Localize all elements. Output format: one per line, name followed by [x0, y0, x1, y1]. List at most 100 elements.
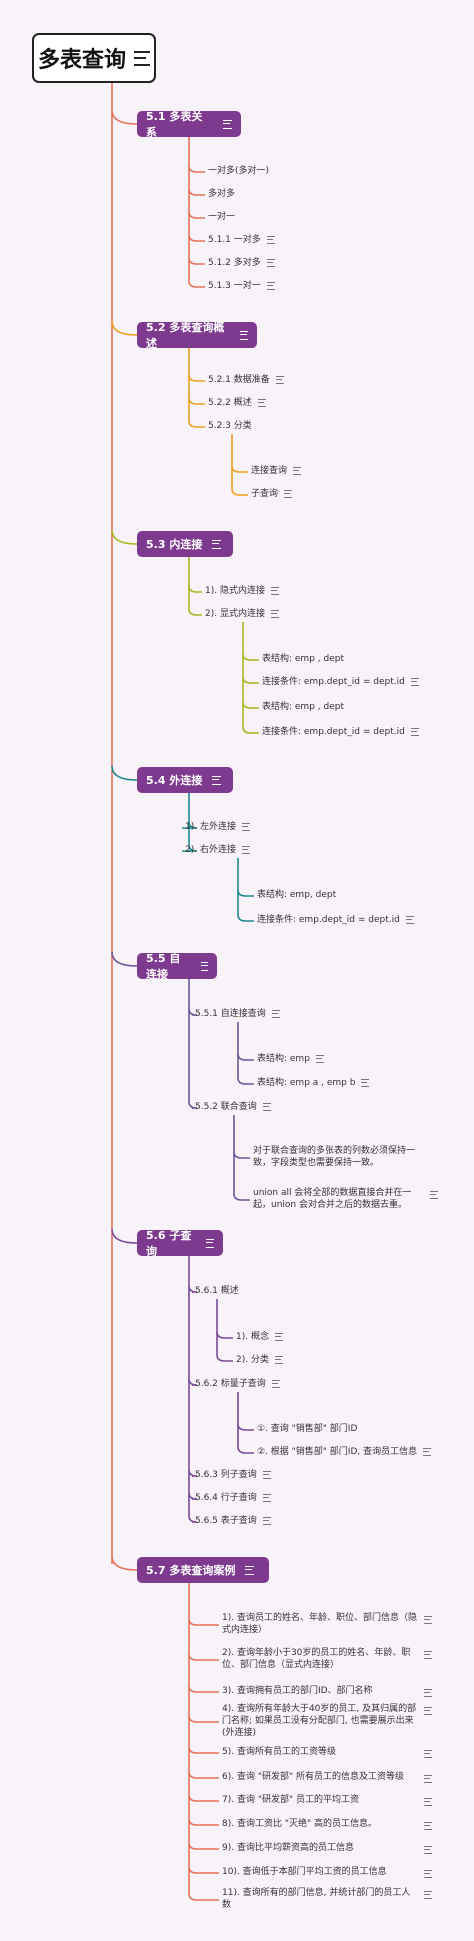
item[interactable]: 5.5.2 联合查询 — [195, 1101, 271, 1113]
sub-item[interactable]: union all 会将全部的数据直接合并在一起，union 会对合并之后的数据… — [253, 1187, 438, 1211]
sub-item[interactable]: 表结构: emp , dept — [262, 653, 344, 665]
item[interactable]: 11). 查询所有的部门信息, 并统计部门的员工人数 — [222, 1887, 432, 1911]
note-icon[interactable] — [424, 1689, 432, 1697]
note-icon[interactable] — [212, 539, 222, 549]
sub-item[interactable]: ②. 根据 "销售部" 部门ID, 查询员工信息 — [257, 1446, 432, 1458]
note-icon[interactable] — [262, 1493, 271, 1502]
section-7[interactable]: 5.7 多表查询案例 — [137, 1557, 269, 1583]
sub-item[interactable]: 表结构: emp, dept — [257, 889, 336, 901]
note-icon[interactable] — [257, 398, 266, 407]
item[interactable]: 5). 查询所有员工的工资等级 — [222, 1746, 432, 1758]
note-icon[interactable] — [424, 1798, 432, 1806]
note-icon[interactable] — [424, 1616, 432, 1624]
sub-item[interactable]: 子查询 — [251, 488, 293, 500]
item[interactable]: 5.6.5 表子查询 — [195, 1515, 271, 1527]
item[interactable]: 1). 隐式内连接 — [205, 585, 279, 597]
section-4[interactable]: 5.4 外连接 — [137, 767, 233, 793]
note-icon[interactable] — [424, 1775, 432, 1783]
sub-item[interactable]: 表结构: emp — [257, 1053, 324, 1065]
item[interactable]: 5.6.3 列子查询 — [195, 1469, 271, 1481]
sub-item[interactable]: 连接条件: emp.dept_id = dept.id — [262, 676, 419, 688]
item[interactable]: 8). 查询工资比 "灭绝" 高的员工信息。 — [222, 1818, 432, 1830]
sub-item[interactable]: 表结构: emp , dept — [262, 701, 344, 713]
note-icon[interactable] — [424, 1822, 432, 1830]
sub-item[interactable]: 1). 概念 — [236, 1331, 283, 1343]
note-icon[interactable] — [266, 258, 275, 267]
note-icon[interactable] — [410, 727, 419, 736]
note-icon[interactable] — [266, 235, 275, 244]
item[interactable]: 6). 查询 "研发部" 所有员工的信息及工资等级 — [222, 1771, 432, 1783]
note-icon[interactable] — [274, 1332, 283, 1341]
item[interactable]: 1). 左外连接 — [185, 821, 250, 833]
item[interactable]: 5.1.2 多对多 — [208, 257, 275, 269]
note-icon[interactable] — [245, 1565, 255, 1575]
note-icon[interactable] — [293, 466, 302, 475]
item[interactable]: 5.1.3 一对一 — [208, 280, 275, 292]
note-icon[interactable] — [200, 961, 208, 971]
note-icon[interactable] — [212, 775, 222, 785]
item[interactable]: 多对多 — [208, 188, 235, 200]
note-icon[interactable] — [241, 822, 250, 831]
note-icon[interactable] — [275, 375, 284, 384]
note-icon[interactable] — [315, 1054, 324, 1063]
item[interactable]: 4). 查询所有年龄大于40岁的员工, 及其归属的部门名称; 如果员工没有分配部… — [222, 1703, 432, 1739]
item[interactable]: 5.2.3 分类 — [208, 420, 252, 432]
note-icon[interactable] — [206, 1238, 214, 1248]
note-icon[interactable] — [262, 1470, 271, 1479]
item[interactable]: 一对一 — [208, 211, 235, 223]
note-icon[interactable] — [424, 1750, 432, 1758]
item[interactable]: 1). 查询员工的姓名、年龄、职位、部门信息（隐式内连接） — [222, 1612, 432, 1636]
sub-item[interactable]: ①. 查询 "销售部" 部门ID — [257, 1423, 357, 1435]
note-icon[interactable] — [405, 915, 414, 924]
item[interactable]: 5.6.1 概述 — [195, 1285, 239, 1297]
note-icon[interactable] — [239, 330, 248, 340]
item[interactable]: 3). 查询拥有员工的部门ID、部门名称 — [222, 1685, 432, 1697]
section-6[interactable]: 5.6 子查询 — [137, 1229, 223, 1258]
note-icon[interactable] — [262, 1102, 271, 1111]
sub-item[interactable]: 2). 分类 — [236, 1354, 283, 1366]
note-icon[interactable] — [424, 1846, 432, 1854]
item[interactable]: 5.2.2 概述 — [208, 397, 266, 409]
sub-item[interactable]: 连接条件: emp.dept_id = dept.id — [262, 726, 419, 738]
item[interactable]: 5.5.1 自连接查询 — [195, 1008, 280, 1020]
note-icon[interactable] — [241, 845, 250, 854]
note-icon[interactable] — [270, 586, 279, 595]
item[interactable]: 2). 右外连接 — [185, 844, 250, 856]
note-icon[interactable] — [266, 281, 275, 290]
note-icon[interactable] — [361, 1078, 370, 1087]
note-icon[interactable] — [271, 1379, 280, 1388]
item[interactable]: 5.1.1 一对多 — [208, 234, 275, 246]
item[interactable]: 9). 查询比平均薪资高的员工信息 — [222, 1842, 432, 1854]
note-icon[interactable] — [271, 1009, 280, 1018]
item[interactable]: 5.2.1 数据准备 — [208, 374, 284, 386]
item[interactable]: 5.6.4 行子查询 — [195, 1492, 271, 1504]
item[interactable]: 2). 显式内连接 — [205, 608, 279, 620]
note-icon[interactable] — [270, 609, 279, 618]
note-icon[interactable] — [424, 1651, 432, 1659]
item[interactable]: 一对多(多对一) — [208, 165, 269, 177]
note-icon[interactable] — [424, 1891, 432, 1899]
note-icon[interactable] — [223, 119, 232, 129]
item[interactable]: 5.6.2 标量子查询 — [195, 1378, 280, 1390]
note-icon[interactable] — [424, 1870, 432, 1878]
node-label: 5.1.1 一对多 — [208, 235, 261, 245]
sub-item[interactable]: 连接查询 — [251, 465, 302, 477]
item[interactable]: 2). 查询年龄小于30岁的员工的姓名、年龄、职位、部门信息（显式内连接） — [222, 1647, 432, 1671]
item[interactable]: 7). 查询 "研发部" 员工的平均工资 — [222, 1794, 432, 1806]
note-icon[interactable] — [274, 1355, 283, 1364]
section-2[interactable]: 5.2 多表查询概述 — [137, 321, 257, 350]
section-5[interactable]: 5.5 自连接 — [137, 952, 217, 981]
note-icon[interactable] — [284, 489, 293, 498]
note-icon[interactable] — [262, 1516, 271, 1525]
note-icon[interactable] — [430, 1191, 438, 1199]
note-icon[interactable] — [424, 1707, 432, 1715]
sub-item[interactable]: 表结构: emp a , emp b — [257, 1077, 370, 1089]
sub-item[interactable]: 连接条件: emp.dept_id = dept.id — [257, 914, 414, 926]
item[interactable]: 10). 查询低于本部门平均工资的员工信息 — [222, 1866, 432, 1878]
note-icon[interactable] — [423, 1447, 432, 1456]
section-3[interactable]: 5.3 内连接 — [137, 531, 233, 557]
root-node[interactable]: 多表查询 — [32, 33, 156, 83]
sub-item[interactable]: 对于联合查询的多张表的列数必须保持一致，字段类型也需要保持一致。 — [253, 1145, 438, 1169]
note-icon[interactable] — [410, 677, 419, 686]
section-1[interactable]: 5.1 多表关系 — [137, 110, 241, 139]
